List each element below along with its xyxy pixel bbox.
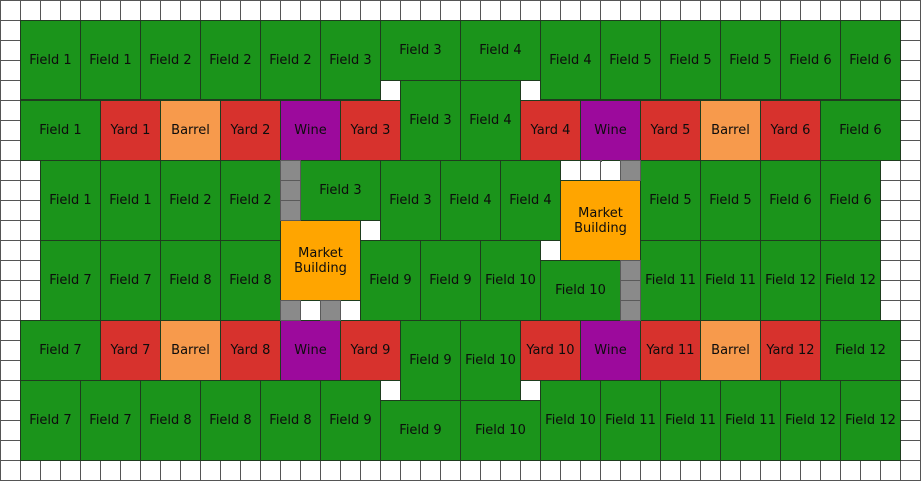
tile-barrel[interactable]: Barrel: [160, 100, 221, 161]
tile-yard-7[interactable]: Yard 7: [100, 320, 161, 381]
tile-barrel[interactable]: Barrel: [160, 320, 221, 381]
tile-field-3[interactable]: Field 3: [400, 80, 461, 161]
tile-field-6[interactable]: Field 6: [760, 160, 821, 241]
tile-field-1[interactable]: Field 1: [20, 100, 101, 161]
tile-barrel[interactable]: Barrel: [700, 100, 761, 161]
tile-field-7[interactable]: Field 7: [40, 240, 101, 321]
tile-field-1[interactable]: Field 1: [20, 20, 81, 100]
tile-field-8[interactable]: Field 8: [220, 240, 281, 321]
tile-field-3[interactable]: Field 3: [380, 160, 441, 241]
tile-field-7[interactable]: Field 7: [20, 320, 101, 381]
tile-field-8[interactable]: Field 8: [140, 380, 201, 461]
tile-field-7[interactable]: Field 7: [20, 380, 81, 461]
tile-field-6[interactable]: Field 6: [820, 100, 901, 161]
path-square[interactable]: [620, 260, 641, 281]
tile-field-10[interactable]: Field 10: [540, 260, 621, 321]
tile-field-1[interactable]: Field 1: [80, 20, 141, 100]
path-square[interactable]: [280, 160, 301, 181]
tile-yard-5[interactable]: Yard 5: [640, 100, 701, 161]
tile-field-4[interactable]: Field 4: [460, 20, 541, 81]
tile-yard-11[interactable]: Yard 11: [640, 320, 701, 381]
tile-yard-8[interactable]: Yard 8: [220, 320, 281, 381]
tile-field-4[interactable]: Field 4: [500, 160, 561, 241]
tile-field-9[interactable]: Field 9: [320, 380, 381, 461]
path-square[interactable]: [320, 300, 341, 321]
tile-field-9[interactable]: Field 9: [420, 240, 481, 321]
tile-field-4[interactable]: Field 4: [460, 80, 521, 161]
tile-wine[interactable]: Wine: [280, 100, 341, 161]
tile-field-12[interactable]: Field 12: [820, 320, 901, 381]
tile-field-3[interactable]: Field 3: [380, 20, 461, 81]
tile-field-5[interactable]: Field 5: [720, 20, 781, 100]
path-square[interactable]: [620, 280, 641, 301]
tile-field-10[interactable]: Field 10: [460, 320, 521, 401]
tile-field-3[interactable]: Field 3: [300, 160, 381, 221]
tile-field-5[interactable]: Field 5: [640, 160, 701, 241]
tile-field-2[interactable]: Field 2: [220, 160, 281, 241]
tile-field-7[interactable]: Field 7: [80, 380, 141, 461]
tile-field-3[interactable]: Field 3: [320, 20, 381, 100]
tile-field-11[interactable]: Field 11: [720, 380, 781, 461]
tile-field-8[interactable]: Field 8: [260, 380, 321, 461]
tile-field-2[interactable]: Field 2: [160, 160, 221, 241]
tile-wine[interactable]: Wine: [280, 320, 341, 381]
tile-field-4[interactable]: Field 4: [440, 160, 501, 241]
tile-yard-4[interactable]: Yard 4: [520, 100, 581, 161]
tile-field-11[interactable]: Field 11: [600, 380, 661, 461]
tile-yard-2[interactable]: Yard 2: [220, 100, 281, 161]
tile-field-6[interactable]: Field 6: [820, 160, 881, 241]
tile-field-5[interactable]: Field 5: [660, 20, 721, 100]
tile-field-9[interactable]: Field 9: [360, 240, 421, 321]
tile-field-6[interactable]: Field 6: [840, 20, 901, 100]
tile-field-10[interactable]: Field 10: [460, 400, 541, 461]
tile-barrel[interactable]: Barrel: [700, 320, 761, 381]
tile-field-2[interactable]: Field 2: [260, 20, 321, 100]
path-square[interactable]: [600, 160, 602, 162]
tile-yard-9[interactable]: Yard 9: [340, 320, 401, 381]
tile-field-9[interactable]: Field 9: [400, 320, 461, 401]
path-square[interactable]: [280, 200, 301, 221]
tile-field-12[interactable]: Field 12: [760, 240, 821, 321]
tile-field-12[interactable]: Field 12: [840, 380, 901, 461]
tile-field-11[interactable]: Field 11: [660, 380, 721, 461]
tile-yard-10[interactable]: Yard 10: [520, 320, 581, 381]
tile-field-12[interactable]: Field 12: [820, 240, 881, 321]
tile-wine[interactable]: Wine: [580, 100, 641, 161]
tile-field-6[interactable]: Field 6: [780, 20, 841, 100]
tile-yard-1[interactable]: Yard 1: [100, 100, 161, 161]
tile-field-2[interactable]: Field 2: [200, 20, 261, 100]
path-square[interactable]: [280, 300, 301, 321]
tile-yard-12[interactable]: Yard 12: [760, 320, 821, 381]
tile-field-10[interactable]: Field 10: [540, 380, 601, 461]
tile-field-8[interactable]: Field 8: [200, 380, 261, 461]
tile-field-7[interactable]: Field 7: [100, 240, 161, 321]
tile-field-9[interactable]: Field 9: [380, 400, 461, 461]
tile-field-1[interactable]: Field 1: [100, 160, 161, 241]
path-square[interactable]: [620, 300, 641, 321]
tile-field-4[interactable]: Field 4: [540, 20, 601, 100]
tile-field-1[interactable]: Field 1: [40, 160, 101, 241]
tile-field-8[interactable]: Field 8: [160, 240, 221, 321]
tile-field-5[interactable]: Field 5: [600, 20, 661, 100]
tile-field-11[interactable]: Field 11: [700, 240, 761, 321]
path-square[interactable]: [280, 180, 301, 201]
tile-yard-3[interactable]: Yard 3: [340, 100, 401, 161]
tile-field-12[interactable]: Field 12: [780, 380, 841, 461]
tile-yard-6[interactable]: Yard 6: [760, 100, 821, 161]
tile-wine[interactable]: Wine: [580, 320, 641, 381]
tile-field-11[interactable]: Field 11: [640, 240, 701, 321]
tile-field-2[interactable]: Field 2: [140, 20, 201, 100]
path-square[interactable]: [620, 160, 641, 181]
tile-field-10[interactable]: Field 10: [480, 240, 541, 321]
tile-field-5[interactable]: Field 5: [700, 160, 761, 241]
